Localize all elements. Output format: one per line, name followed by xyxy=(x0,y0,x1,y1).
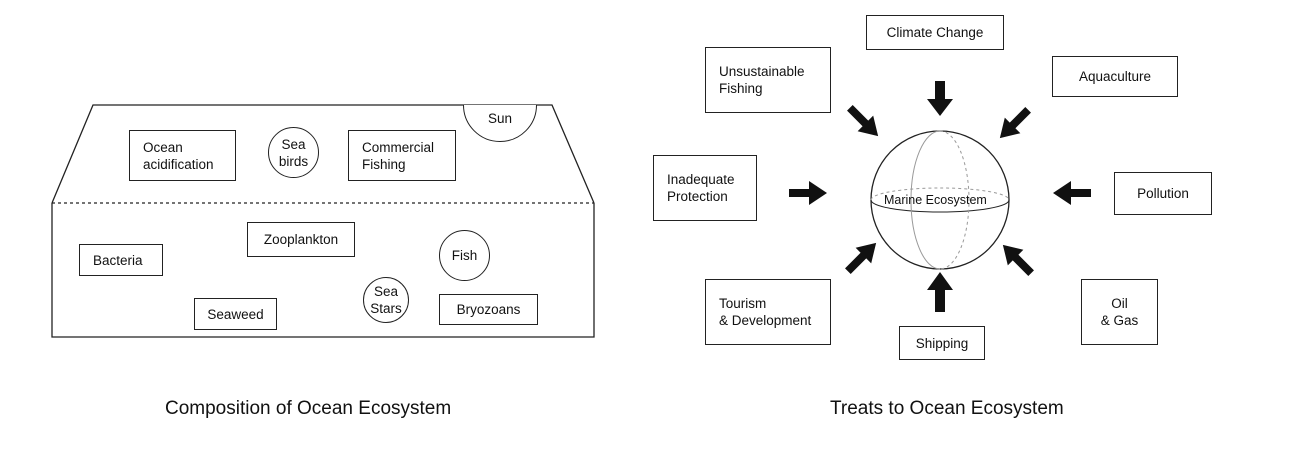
globe-meridian-front xyxy=(910,130,941,270)
sun: Sun xyxy=(463,105,537,142)
water-box-outline xyxy=(51,203,595,338)
sea-birds-circle: Sea birds xyxy=(268,127,319,178)
zooplankton-box: Zooplankton xyxy=(247,222,355,257)
ocean-acidification-box: Ocean acidification xyxy=(129,130,236,181)
inadequate-protection-box: Inadequate Protection xyxy=(653,155,757,221)
arrow-from-aquaculture xyxy=(999,107,1031,139)
arrow-from-unsustainable-fishing xyxy=(847,105,879,137)
arrow-from-pollution xyxy=(1053,181,1091,205)
unsustainable-fishing-box: Unsustainable Fishing xyxy=(705,47,831,113)
arrow-from-oil-gas xyxy=(1002,244,1034,276)
marine-ecosystem-label: Marine Ecosystem xyxy=(884,193,987,207)
aquaculture-box: Aquaculture xyxy=(1052,56,1178,97)
arrow-from-shipping xyxy=(927,272,953,312)
climate-change-box: Climate Change xyxy=(866,15,1004,50)
commercial-fishing-box: Commercial Fishing xyxy=(348,130,456,181)
ecosystem-roof-outline xyxy=(51,104,595,204)
oil-gas-box: Oil & Gas xyxy=(1081,279,1158,345)
sea-stars-circle: Sea Stars xyxy=(363,277,409,323)
bryozoans-box: Bryozoans xyxy=(439,294,538,325)
threats-caption: Treats to Ocean Ecosystem xyxy=(830,398,1064,419)
globe-meridian-back xyxy=(939,130,970,270)
arrow-from-climate-change xyxy=(927,81,953,116)
pollution-box: Pollution xyxy=(1114,172,1212,215)
globe-equator-back xyxy=(870,187,1010,201)
arrow-from-inadequate-protection xyxy=(789,181,827,205)
sun-label: Sun xyxy=(487,111,513,126)
seaweed-box: Seaweed xyxy=(194,298,277,330)
arrow-from-tourism-development xyxy=(845,242,877,274)
shipping-box: Shipping xyxy=(899,326,985,360)
bacteria-box: Bacteria xyxy=(79,244,163,276)
tourism-development-box: Tourism & Development xyxy=(705,279,831,345)
globe-equator-front xyxy=(870,199,1010,213)
composition-caption: Composition of Ocean Ecosystem xyxy=(165,398,452,419)
fish-circle: Fish xyxy=(439,230,490,281)
